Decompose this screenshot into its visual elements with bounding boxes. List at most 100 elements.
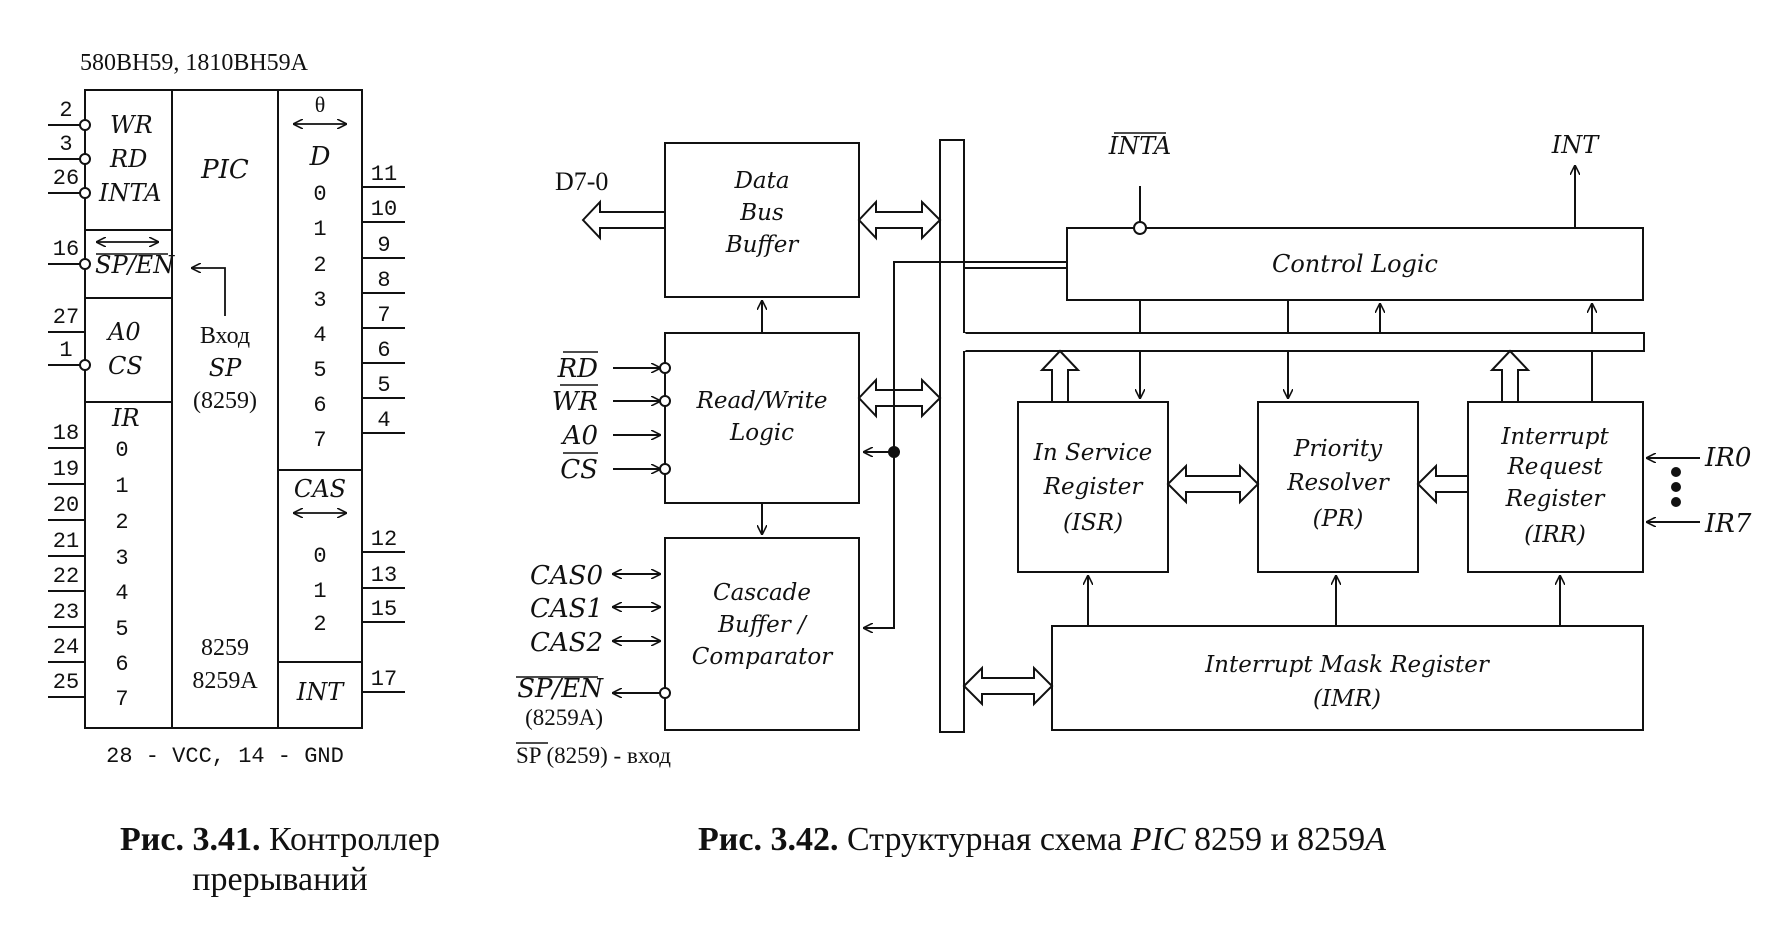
cas-0-label: CAS0 [530,561,603,591]
cascade-comparator-block [664,537,860,731]
pin-number: 7 [377,303,390,328]
d-bit: 6 [313,393,326,418]
ir-bit: 6 [115,652,128,677]
pin-label-sp-en: SP/EN [95,251,175,279]
caption-number: Рис. 3.42. [698,821,839,858]
input-rd: RD [557,354,599,384]
ir0-label: IR0 [1704,443,1751,473]
pin-number: 15 [371,597,397,622]
cascade-line: Comparator [692,644,834,670]
pin-label-int: INT [296,678,345,706]
control-logic-label: Control Logic [1272,250,1438,278]
caption-text: прерываний [192,861,368,898]
chip-title: 580ВН59, 1810ВН59А [80,50,309,76]
ir7-label: IR7 [1704,509,1752,539]
caption-fig-3-41: Рис. 3.41. Контроллер прерываний [70,820,490,900]
pin-number: 21 [53,529,79,554]
isr-line: Register [1043,474,1145,500]
cas-bit: 2 [313,612,326,637]
caption-pic: PIC [1130,821,1186,858]
pin-number: 25 [53,670,79,695]
ir-bit: 7 [115,687,128,712]
pr-block [1257,401,1419,573]
pin-number: 5 [377,373,390,398]
caption-text: 8259 и 8259 [1193,821,1366,858]
d-bit: 5 [313,358,326,383]
pin-number: 12 [371,527,397,552]
rw-line: Read/Write [696,388,828,414]
ir-bit: 4 [115,581,128,606]
pin-number: 11 [371,162,397,187]
pin-label-inta: INTA [98,179,162,207]
pin-number: 27 [53,305,79,330]
control-logic-block [1066,227,1644,301]
read-write-logic-block [664,332,860,504]
pin-number: 18 [53,421,79,446]
model-8259: 8259 [201,635,249,661]
caption-number: Рис. 3.41. [120,821,261,858]
isr-line: (ISR) [1063,510,1123,536]
pin-label-cas: CAS [294,475,346,503]
pin-number: 9 [377,233,390,258]
dbb-line: Bus [739,200,784,226]
imr-line: (IMR) [1313,686,1381,712]
pin-number: 17 [371,667,397,692]
theta-symbol: θ [315,92,326,117]
d-bit: 2 [313,253,326,278]
pr-line: (PR) [1313,506,1364,532]
chip-name-pic: PIC [200,155,249,185]
pin-number: 13 [371,563,397,588]
pin-label-d: D [309,142,331,172]
fig2-labels: D7-0 Data Bus Buffer Read/Write Logic RD… [516,131,1752,768]
pin-number: 10 [371,197,397,222]
d-bit: 1 [313,217,326,242]
pin-number: 19 [53,457,79,482]
internal-bus [939,139,965,733]
pin-number: 24 [53,635,79,660]
d-pin-list: 11 10 9 8 7 6 5 4 [371,162,397,433]
d-bus-arrow [581,199,666,241]
imr-block [1051,625,1644,731]
irr-line: Interrupt [1500,424,1609,450]
rw-line: Logic [729,420,794,446]
d-bit: 4 [313,323,326,348]
cas-1-label: CAS1 [530,594,603,624]
fig1-labels: 2 3 26 16 27 1 WR RD INTA SP/EN A0 CS IR… [53,92,397,769]
figure-3-42-block-diagram [581,139,1700,733]
pin-number: 22 [53,564,79,589]
pin-label-a0: A0 [106,318,141,346]
imr-line: Interrupt Mask Register [1204,652,1491,678]
ir-pin-list: 18 19 20 21 22 23 24 25 0 1 2 3 4 5 6 7 [53,421,129,712]
irr-line: Request [1506,454,1603,480]
input-cs: CS [560,455,598,485]
ir-bit: 5 [115,617,128,642]
cascade-line: Buffer / [717,612,808,638]
chip-outline [84,89,363,729]
pin-number: 2 [59,98,72,123]
pin-label-ir: IR [111,404,140,432]
pin-label-wr: WR [110,111,153,139]
input-model: (8259) [193,388,257,414]
pin-number: 1 [59,338,72,363]
dbb-line: Data [733,168,789,194]
pin-label-cs: CS [108,352,143,380]
irr-line: Register [1505,486,1607,512]
ir-bit: 0 [115,438,128,463]
pin-number: 20 [53,493,79,518]
input-wr: WR [552,387,598,417]
cas-bit: 1 [313,579,326,604]
pr-line: Priority [1293,436,1383,462]
pin-number: 16 [53,237,79,262]
pin-number: 3 [59,132,72,157]
d-bit-list: 0 1 2 3 4 5 6 7 [313,182,326,453]
ir-bit: 2 [115,510,128,535]
cascade-line: Cascade [713,580,811,606]
input-a0: A0 [561,421,598,451]
ir-bit: 3 [115,546,128,571]
input-word: Вход [200,323,250,349]
cas-bit: 0 [313,544,326,569]
caption-text: Структурная схема [846,821,1123,858]
sp-en-model: (8259A) [525,705,603,730]
fig2-overbars [516,132,1166,744]
